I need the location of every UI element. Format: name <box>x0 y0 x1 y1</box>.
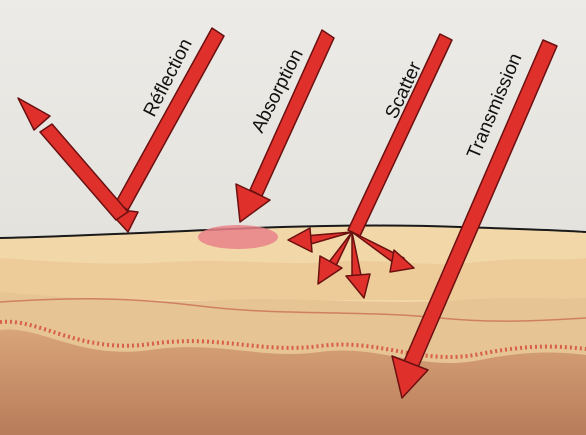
absorption-spot <box>198 225 278 249</box>
epidermis-band <box>0 258 586 300</box>
tissue-layers <box>0 226 586 435</box>
